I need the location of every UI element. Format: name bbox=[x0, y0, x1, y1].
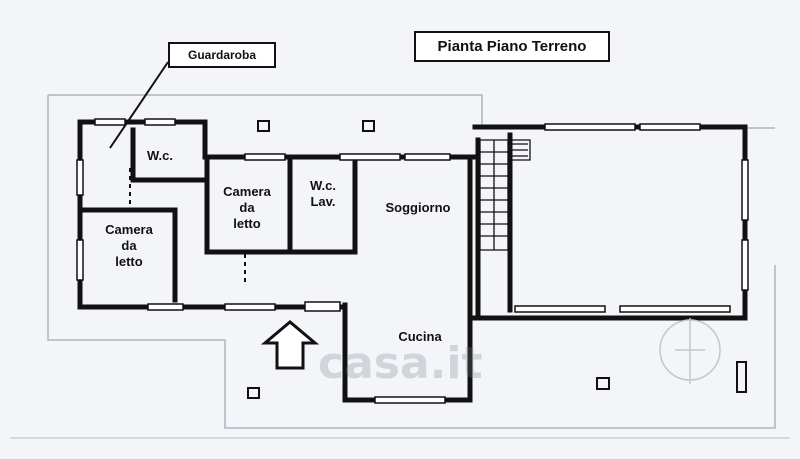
windows bbox=[76, 118, 749, 404]
room-label-camera-da-letto-1: Camera da letto bbox=[105, 222, 153, 269]
room-label-camera-da-letto-2: Camera da letto bbox=[223, 184, 271, 231]
guardaroba-callout: Guardaroba bbox=[168, 42, 276, 68]
entrance-arrow-icon bbox=[260, 320, 320, 370]
orientation-compass-icon bbox=[659, 318, 721, 384]
door-marks bbox=[129, 168, 246, 285]
pillars bbox=[247, 120, 747, 399]
site-outline bbox=[10, 94, 790, 439]
staircase bbox=[479, 139, 531, 251]
plan-title: Pianta Piano Terreno bbox=[414, 31, 610, 62]
callout-leader bbox=[109, 61, 169, 149]
room-label-wc-lav: W.c. Lav. bbox=[309, 178, 336, 209]
room-label-soggiorno: Soggiorno bbox=[385, 200, 451, 215]
watermark: casa.it bbox=[318, 338, 483, 389]
room-label-cucina: Cucina bbox=[398, 329, 442, 344]
room-label-wc: W.c. bbox=[146, 148, 173, 163]
